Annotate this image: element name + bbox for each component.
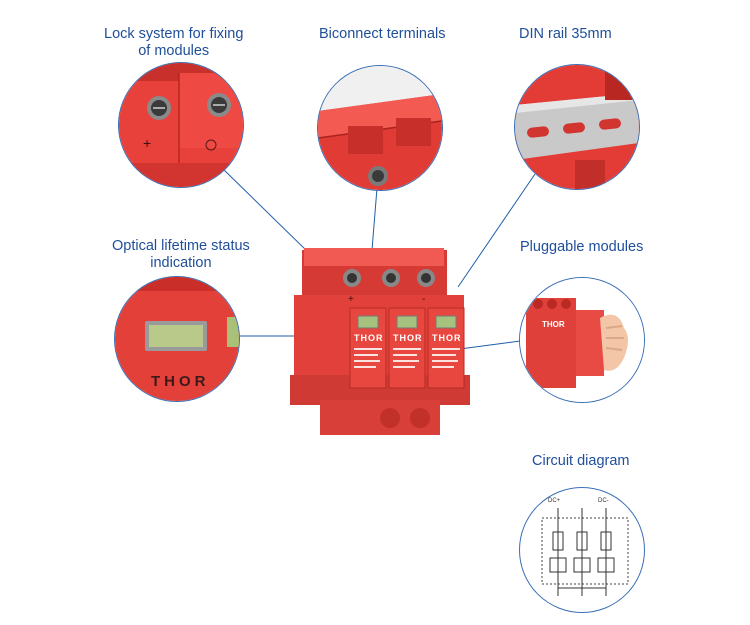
callout-pluggable: THOR: [519, 277, 645, 403]
leader-din: [457, 173, 536, 288]
label-optical-line2: indication: [150, 255, 212, 271]
label-optical-line1: Optical lifetime status: [112, 238, 250, 254]
leader-biconnect: [371, 187, 378, 251]
label-pluggable: Pluggable modules: [520, 239, 644, 255]
brand-thor-module-3: THOR: [432, 333, 462, 343]
label-lock-line2: of modules: [138, 43, 210, 59]
callout-lock-system: +: [118, 62, 244, 188]
label-biconnect: Biconnect terminals: [319, 26, 446, 42]
callout-optical: THOR: [114, 276, 240, 402]
brand-thor-pluggable: THOR: [542, 320, 565, 329]
device-plus-sign: +: [348, 294, 354, 305]
label-optical: Optical lifetime status indication: [112, 238, 250, 272]
label-din-rail: DIN rail 35mm: [519, 26, 612, 42]
callout-biconnect: [317, 65, 443, 191]
brand-thor-module-1: THOR: [354, 333, 384, 343]
surge-protector-device: THOR THOR THOR + -: [290, 240, 475, 440]
callout-din-rail: [514, 64, 640, 190]
label-lock-line1: Lock system for fixing: [104, 26, 244, 42]
circuit-label-dcplus: DC+: [548, 498, 561, 504]
device-minus-sign: -: [422, 294, 426, 305]
label-circuit: Circuit diagram: [532, 453, 630, 469]
terminal-plus-sign: +: [143, 135, 152, 151]
callout-circuit: DC+ DC-: [519, 487, 645, 613]
circuit-label-dcminus: DC-: [598, 498, 609, 504]
label-lock-system: Lock system for fixing of modules: [104, 26, 243, 60]
brand-thor-module-2: THOR: [393, 333, 423, 343]
brand-thor-optical: THOR: [151, 373, 210, 390]
